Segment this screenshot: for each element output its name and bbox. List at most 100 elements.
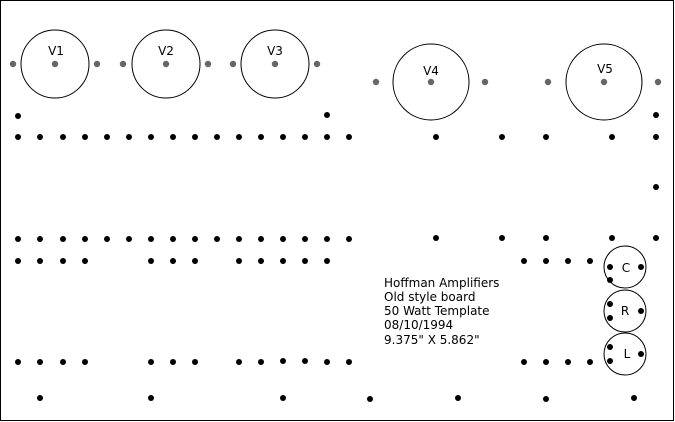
turret-hole: [543, 134, 549, 140]
turret-hole: [148, 236, 154, 242]
turret-hole: [587, 258, 593, 264]
pot-l: L: [603, 332, 647, 376]
tube-mount-hole: [481, 78, 489, 86]
turret-hole: [302, 236, 308, 242]
turret-hole: [126, 236, 132, 242]
turret-hole: [170, 258, 176, 264]
tube-center-hole: [600, 78, 608, 86]
turret-hole: [433, 235, 439, 241]
turret-hole: [280, 395, 286, 401]
turret-hole: [258, 258, 264, 264]
tube-socket-v3: V3: [229, 29, 321, 99]
turret-hole: [37, 359, 43, 365]
tube-mount-hole: [544, 78, 552, 86]
turret-hole: [192, 359, 198, 365]
turret-hole: [15, 258, 21, 264]
turret-hole: [104, 134, 110, 140]
turret-hole: [37, 395, 43, 401]
turret-hole: [324, 112, 330, 118]
turret-hole: [82, 359, 88, 365]
turret-hole: [192, 258, 198, 264]
turret-hole: [192, 134, 198, 140]
turret-hole: [543, 235, 549, 241]
turret-hole: [60, 134, 66, 140]
tube-mount-hole: [313, 60, 321, 68]
turret-hole: [433, 134, 439, 140]
turret-hole: [148, 258, 154, 264]
turret-hole: [302, 134, 308, 140]
turret-hole: [653, 184, 659, 190]
turret-hole: [653, 235, 659, 241]
turret-hole: [543, 396, 549, 402]
turret-hole: [609, 235, 615, 241]
tube-label: V1: [48, 44, 64, 58]
turret-hole: [587, 359, 593, 365]
turret-hole: [455, 395, 461, 401]
turret-hole: [170, 236, 176, 242]
turret-hole: [324, 258, 330, 264]
turret-hole: [192, 236, 198, 242]
turret-hole: [170, 359, 176, 365]
pot-hole: [607, 277, 613, 283]
turret-hole: [148, 395, 154, 401]
tube-label: V3: [267, 44, 283, 58]
turret-hole: [258, 134, 264, 140]
turret-hole: [258, 359, 264, 365]
turret-hole: [236, 359, 242, 365]
pot-hole: [607, 358, 613, 364]
note-line-5: 9.375" X 5.862": [384, 333, 480, 347]
turret-hole: [236, 134, 242, 140]
turret-hole: [302, 358, 308, 364]
tube-socket-v5: V5: [544, 43, 662, 121]
turret-hole: [324, 359, 330, 365]
turret-hole: [367, 396, 373, 402]
turret-hole: [280, 358, 286, 364]
turret-hole: [653, 134, 659, 140]
pot-hole: [607, 315, 613, 321]
turret-hole: [609, 134, 615, 140]
tube-label: V5: [597, 62, 613, 76]
turret-hole: [148, 359, 154, 365]
turret-hole: [82, 258, 88, 264]
turret-hole: [521, 359, 527, 365]
pot-hole: [607, 344, 613, 350]
pot-hole: [638, 351, 644, 357]
turret-hole: [324, 134, 330, 140]
turret-hole: [170, 134, 176, 140]
tube-socket-v2: V2: [119, 29, 212, 99]
turret-hole: [499, 134, 505, 140]
tube-mount-hole: [9, 60, 17, 68]
turret-hole: [236, 258, 242, 264]
turret-hole: [37, 258, 43, 264]
tube-mount-hole: [204, 60, 212, 68]
template-notes: Hoffman Amplifiers Old style board 50 Wa…: [384, 276, 499, 347]
turret-hole: [324, 236, 330, 242]
note-line-1: Hoffman Amplifiers: [384, 276, 499, 290]
turret-hole: [346, 236, 352, 242]
turret-hole: [214, 236, 220, 242]
turret-hole: [60, 236, 66, 242]
turret-hole: [565, 359, 571, 365]
turret-hole: [631, 395, 637, 401]
turret-hole: [37, 134, 43, 140]
turret-hole: [653, 112, 659, 118]
turret-hole: [104, 236, 110, 242]
tube-mount-hole: [93, 60, 101, 68]
turret-hole: [543, 258, 549, 264]
turret-hole: [148, 134, 154, 140]
turret-hole: [15, 134, 21, 140]
turret-hole: [543, 359, 549, 365]
tube-label: V2: [158, 44, 174, 58]
turret-hole: [499, 235, 505, 241]
turret-hole: [37, 236, 43, 242]
turret-hole: [565, 258, 571, 264]
turret-hole: [82, 134, 88, 140]
pot-hole: [638, 308, 644, 314]
turret-holes: [15, 112, 659, 402]
tube-center-hole: [427, 78, 435, 86]
turret-hole: [126, 134, 132, 140]
turret-hole: [236, 236, 242, 242]
turret-hole: [15, 113, 21, 119]
turret-hole: [346, 359, 352, 365]
